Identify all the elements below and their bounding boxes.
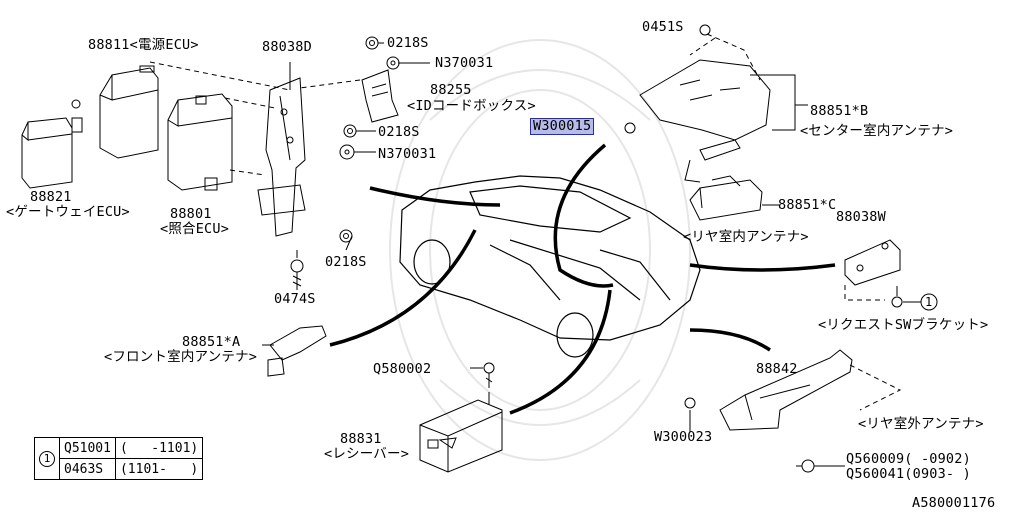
label-bracket-name: <リクエストSWブラケット> xyxy=(818,317,989,333)
label-88255: 88255 xyxy=(430,82,472,98)
bolt-0474s xyxy=(290,259,304,290)
label-0218s-bottom: 0218S xyxy=(325,254,367,270)
label-88851c-name: <リヤ室内アンテナ> xyxy=(683,229,809,245)
clip-w300023 xyxy=(684,397,696,409)
bolt-q560009 xyxy=(796,459,815,473)
table-row: 0463S (1101- ) xyxy=(35,458,204,480)
power-ecu-88811 xyxy=(99,65,159,159)
center-antenna-88851b xyxy=(639,59,771,183)
label-88801-name: <照合ECU> xyxy=(160,221,230,237)
nut-0218s-top xyxy=(365,36,379,50)
label-88801: 88801 xyxy=(170,206,212,222)
bold-leader-lines xyxy=(329,143,836,415)
label-88851b: 88851*B xyxy=(810,103,869,119)
request-switch-bracket-88038w xyxy=(844,239,901,286)
label-0218s-mid: 0218S xyxy=(378,124,420,140)
car-outline xyxy=(399,175,701,358)
label-w300023: W300023 xyxy=(654,429,713,445)
table-cell-part: 0463S xyxy=(59,458,116,480)
bracket-88038d xyxy=(257,77,306,237)
label-q560041: Q560041(0903- ) xyxy=(846,466,971,482)
reference-table: 1 Q51001 ( -1101) 0463S (1101- ) xyxy=(34,437,204,480)
nut-0218s-mid xyxy=(343,124,357,138)
screw-bracket xyxy=(891,286,903,308)
label-88811: 88811<電源ECU> xyxy=(88,37,199,53)
gateway-ecu-88821 xyxy=(21,99,83,189)
verification-ecu-88801 xyxy=(167,93,233,191)
label-88038w: 88038W xyxy=(836,209,886,225)
receiver-88831 xyxy=(419,399,503,473)
label-88831-name: <レシーバー> xyxy=(324,446,410,462)
screw-0451s xyxy=(699,24,711,36)
label-n370031-mid: N370031 xyxy=(378,146,437,162)
label-88842: 88842 xyxy=(756,361,798,377)
label-88821-name: <ゲートウェイECU> xyxy=(6,204,130,220)
label-n370031-top: N370031 xyxy=(435,55,494,71)
label-0451s: 0451S xyxy=(642,19,684,35)
label-88831: 88831 xyxy=(340,431,382,447)
label-88038d: 88038D xyxy=(262,39,312,55)
label-0474s: 0474S xyxy=(274,291,316,307)
table-cell-range: (1101- ) xyxy=(114,458,204,480)
label-88851b-name: <センター室内アンテナ> xyxy=(800,123,954,139)
label-w300015-highlighted[interactable]: W300015 xyxy=(530,118,595,135)
label-88851a-name: <フロント室内アンテナ> xyxy=(104,349,258,365)
label-88255-name: <IDコードボックス> xyxy=(407,98,536,114)
label-ref-1: 1 xyxy=(925,295,933,309)
id-code-box-88255 xyxy=(361,69,399,123)
label-88851c: 88851*C xyxy=(778,197,837,213)
label-q560009: Q560009( -0902) xyxy=(846,451,971,467)
table-cell-range: ( -1101) xyxy=(114,437,204,459)
clip-w300015 xyxy=(624,122,636,134)
table-ref-cell: 1 xyxy=(34,437,60,480)
label-q580002: Q580002 xyxy=(373,361,432,377)
label-88851a: 88851*A xyxy=(182,334,241,350)
figure-code: A580001176 xyxy=(912,495,996,511)
table-ref-circle: 1 xyxy=(39,450,55,467)
rear-antenna-88851c xyxy=(689,175,763,221)
label-rear-ext-name: <リヤ室外アンテナ> xyxy=(858,416,984,432)
table-cell-part: Q51001 xyxy=(59,437,116,459)
label-0218s-top: 0218S xyxy=(387,35,429,51)
table-row: 1 Q51001 ( -1101) xyxy=(34,437,204,480)
washer-n370031-top xyxy=(386,56,400,70)
washer-n370031-mid xyxy=(339,144,355,160)
label-88821: 88821 xyxy=(30,189,72,205)
front-antenna-88851a xyxy=(267,325,327,377)
screw-q580002 xyxy=(483,362,495,388)
watermark xyxy=(389,39,691,461)
